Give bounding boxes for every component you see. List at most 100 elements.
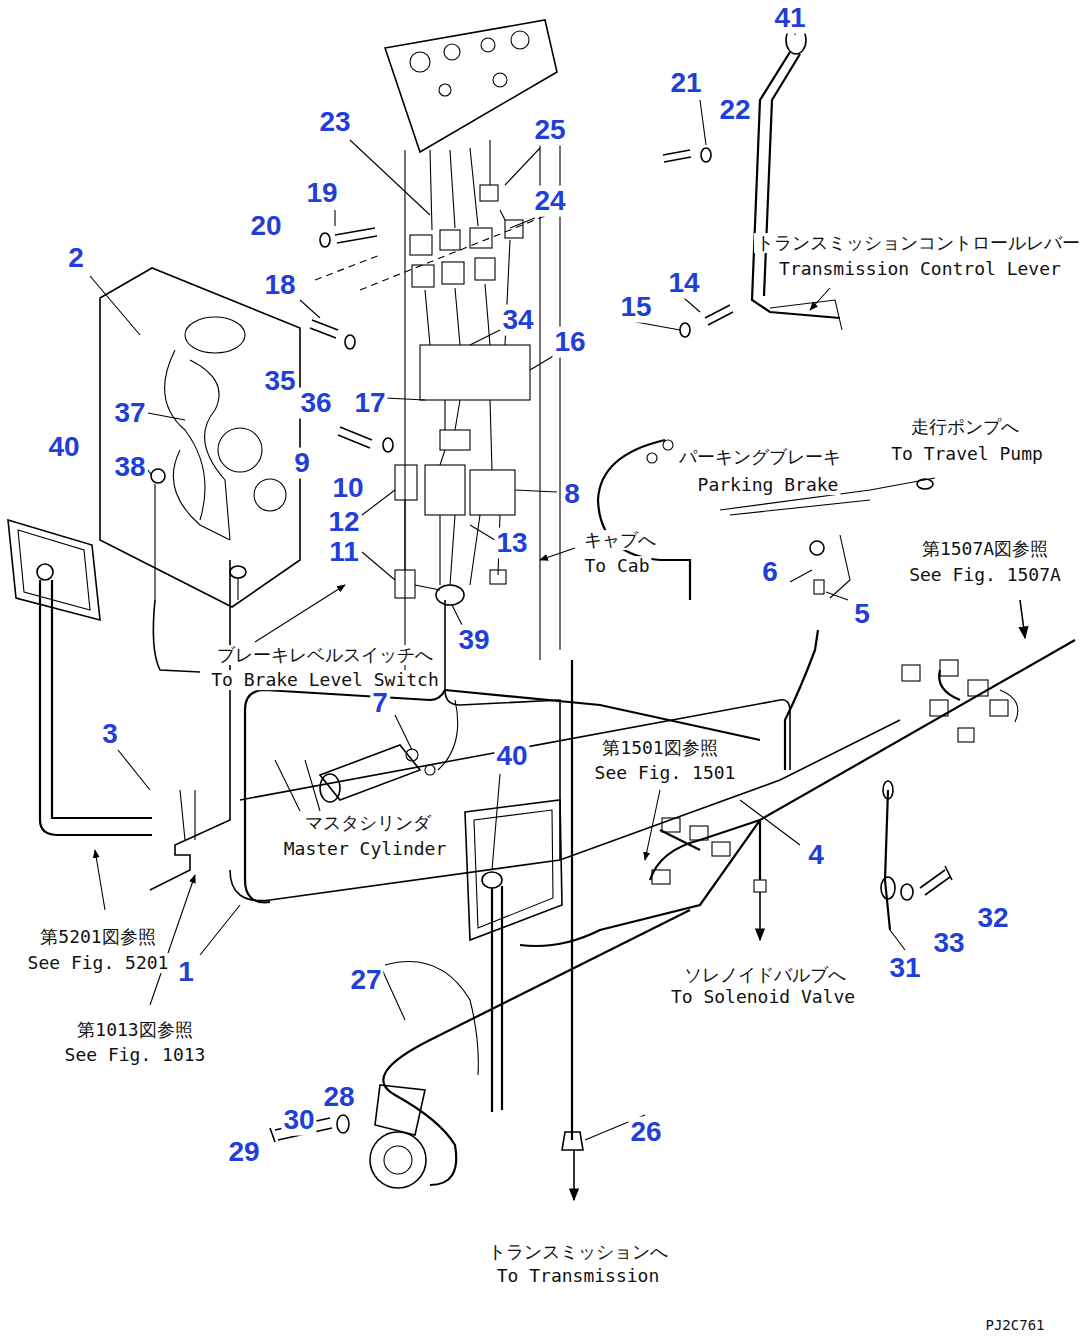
callout-number: 18 [262,270,297,301]
callout-number: 16 [552,327,587,358]
line-art [385,20,557,152]
callout-number: 1 [176,957,196,988]
callout-number: 40 [494,741,529,772]
callout-number: 36 [298,388,333,419]
line-art [305,760,320,811]
line-art [470,228,492,248]
line-art [940,660,958,676]
line-art [8,520,100,620]
line-art [440,430,470,450]
line-art [662,818,680,832]
callout-number: 35 [262,366,297,397]
callout-number: 21 [668,68,703,99]
callout-number: 39 [456,625,491,656]
callout-number: 41 [772,3,807,34]
line-art [118,750,150,790]
line-art [652,870,670,884]
callout-number: 13 [494,528,529,559]
line-art [95,850,105,910]
line-art [52,580,152,818]
callout-number: 31 [887,953,922,984]
line-art [826,592,848,600]
line-art [320,233,330,247]
drawing-code: PJ2C761 [983,1318,1046,1333]
callout-number: 24 [532,186,567,217]
line-art [442,262,464,284]
line-art [100,268,300,607]
callout-number: 10 [330,473,365,504]
callout-number: 2 [66,243,86,274]
line-art [712,842,730,856]
line-art [405,400,500,590]
line-art [520,640,1075,946]
line-art [474,810,553,928]
note-text: See Fig. 1013 [63,1045,208,1065]
callout-number: 19 [304,178,339,209]
line-art [515,490,557,492]
line-art [335,228,377,243]
line-art [425,465,465,515]
note-text: トランスミッションコントロールレバー [754,233,1082,253]
line-art [645,790,660,860]
line-art [420,345,530,400]
note-text: To Transmission [495,1266,662,1286]
note-text: To Brake Level Switch [209,670,441,690]
line-art [410,52,430,72]
line-art [37,564,53,580]
line-art [440,230,460,250]
line-art [492,774,500,870]
line-art [481,38,495,52]
line-art [530,355,555,370]
note-text: See Fig. 1501 [593,763,738,783]
line-art [444,44,460,60]
callout-number: 8 [562,479,582,510]
callout-number: 23 [317,107,352,138]
line-art [412,265,434,287]
callout-number: 6 [760,557,780,588]
line-art [150,560,230,890]
line-art [362,490,395,515]
note-text: To Cab [582,556,651,576]
line-art [540,548,575,560]
callout-number: 25 [532,115,567,146]
line-art [559,140,560,650]
line-art [395,465,417,500]
line-art [701,148,711,162]
line-art [180,790,195,840]
callout-number: 30 [281,1105,316,1136]
callout-number: 4 [806,840,826,871]
line-art [338,427,372,448]
line-art [275,760,300,811]
line-art [254,479,286,511]
line-art [350,140,430,215]
line-art [245,690,445,902]
callout-number: 37 [112,398,147,429]
line-art [384,1146,412,1174]
line-art [790,570,812,582]
line-art [320,745,420,800]
note-text: 第1507A図参照 [920,539,1050,559]
note-text: マスタシリンダ [303,813,433,833]
line-art [90,276,140,335]
note-text: 第1501図参照 [600,738,719,758]
note-text: Parking Brake [696,475,841,495]
line-art [240,700,790,800]
line-art [385,962,478,1075]
note-text: キャブへ [582,530,658,550]
line-art [200,905,240,955]
line-art [939,670,960,700]
line-art [680,323,690,337]
note-text: See Fig. 5201 [26,953,171,973]
line-art [155,484,238,600]
callout-number: 20 [248,211,283,242]
line-art [901,884,913,900]
line-art [920,866,952,895]
line-art [439,84,451,96]
line-art [759,892,761,940]
note-text: 第1013図参照 [75,1020,194,1040]
line-art [436,585,464,605]
line-art [148,470,152,476]
line-art [830,535,850,598]
line-art [345,335,355,349]
